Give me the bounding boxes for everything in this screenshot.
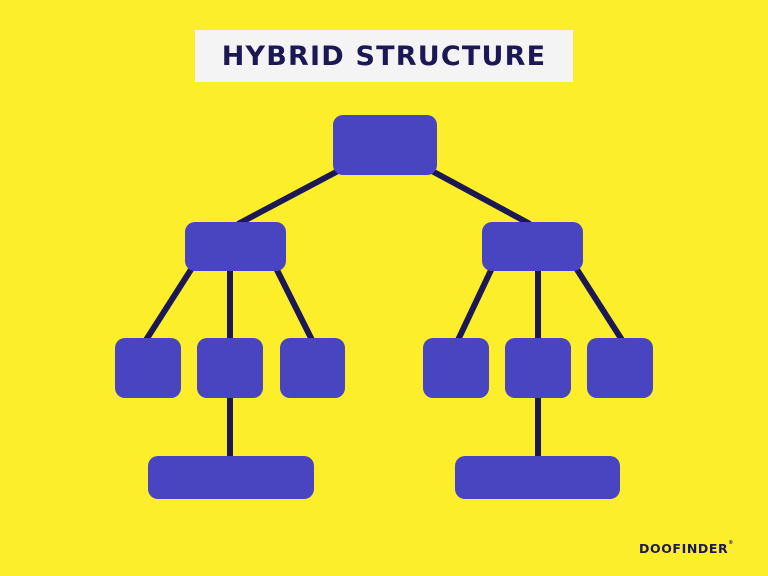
node-leaf-l1: [115, 338, 181, 398]
registered-mark: ®: [728, 540, 734, 546]
brand-logo: DOOFINDER®: [639, 540, 734, 556]
connector-mid-left-leaf-l1: [143, 266, 195, 342]
node-leaf-l3: [280, 338, 345, 398]
node-bottom-left: [148, 456, 314, 499]
brand-name: DOOFINDER: [639, 541, 729, 556]
node-root: [333, 115, 437, 175]
diagram-title: HYBRID STRUCTURE: [221, 40, 547, 72]
node-leaf-r1: [423, 338, 489, 398]
node-leaf-r3: [587, 338, 653, 398]
connector-mid-left-leaf-l3: [273, 266, 315, 342]
node-bottom-right: [455, 456, 620, 499]
title-banner: HYBRID STRUCTURE: [195, 30, 573, 82]
connector-lines: [143, 168, 625, 458]
node-leaf-r2: [505, 338, 571, 398]
connector-root-mid-left: [236, 168, 340, 227]
connector-mid-right-leaf-r3: [573, 266, 625, 342]
diagram-nodes: [115, 115, 653, 499]
connector-root-mid-right: [430, 168, 532, 227]
node-mid-left: [185, 222, 286, 271]
node-leaf-l2: [197, 338, 263, 398]
node-mid-right: [482, 222, 583, 271]
connector-mid-right-leaf-r1: [455, 266, 495, 342]
